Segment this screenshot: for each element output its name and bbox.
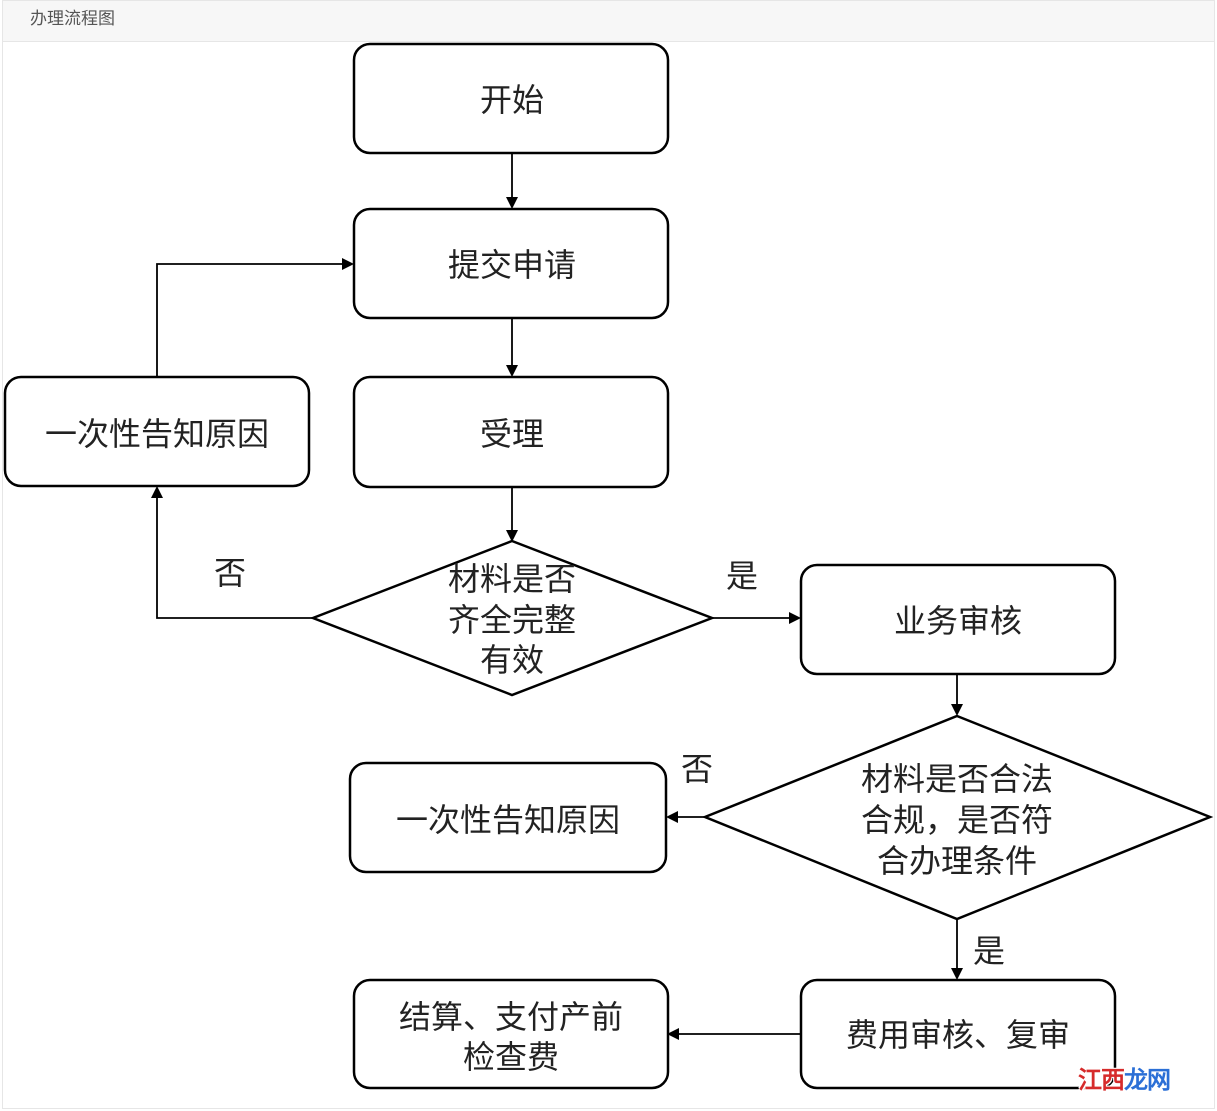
node-notify-middle-text: 一次性告知原因 <box>396 801 620 839</box>
decision-materials-complete: 材料是否 齐全完整 有效 <box>309 539 716 697</box>
edge-labels: 否 是 否 是 <box>214 554 1005 970</box>
decision-compliance: 材料是否合法 合规，是否符 合办理条件 <box>701 714 1214 921</box>
node-notify-middle: 一次性告知原因 <box>348 761 668 874</box>
node-settlement: 结算、支付产前 检查费 <box>352 978 670 1090</box>
diagram-title: 办理流程图 <box>30 9 115 29</box>
node-accept: 受理 <box>352 375 670 489</box>
decision-materials-line2: 齐全完整 <box>448 601 576 639</box>
node-start: 开始 <box>352 42 670 155</box>
node-settlement-line2: 检查费 <box>463 1038 559 1076</box>
node-notify-left: 一次性告知原因 <box>3 375 311 488</box>
edge-check-no-to-notify <box>151 486 313 619</box>
node-notify-left-text: 一次性告知原因 <box>45 415 269 453</box>
node-business-review: 业务审核 <box>799 563 1117 676</box>
node-accept-text: 受理 <box>480 415 544 453</box>
watermark-part2: 龙网 <box>1124 1066 1171 1094</box>
decision-compliance-line1: 材料是否合法 <box>861 760 1053 798</box>
watermark-part1: 江西 <box>1078 1066 1125 1094</box>
node-submit: 提交申请 <box>352 207 670 320</box>
decision-compliance-line2: 合规，是否符 <box>861 801 1053 839</box>
node-fee-review-text: 费用审核、复审 <box>846 1016 1070 1054</box>
decision-materials-line3: 有效 <box>480 641 544 679</box>
edge-notify-to-submit <box>156 258 354 376</box>
decision-materials-line1: 材料是否 <box>448 560 576 598</box>
title-bar: 办理流程图 <box>3 1 1214 42</box>
watermark-logo: 江西龙网 <box>1078 1060 1171 1096</box>
label-materials-no: 否 <box>214 554 246 592</box>
node-start-text: 开始 <box>480 81 544 119</box>
node-settlement-line1: 结算、支付产前 <box>399 998 623 1036</box>
node-submit-text: 提交申请 <box>448 246 576 284</box>
decision-compliance-line3: 合办理条件 <box>877 842 1037 880</box>
node-business-review-text: 业务审核 <box>894 602 1022 640</box>
label-compliance-yes: 是 <box>973 932 1005 970</box>
label-materials-yes: 是 <box>726 557 758 595</box>
label-compliance-no: 否 <box>681 750 713 788</box>
node-fee-review: 费用审核、复审 <box>799 978 1117 1090</box>
